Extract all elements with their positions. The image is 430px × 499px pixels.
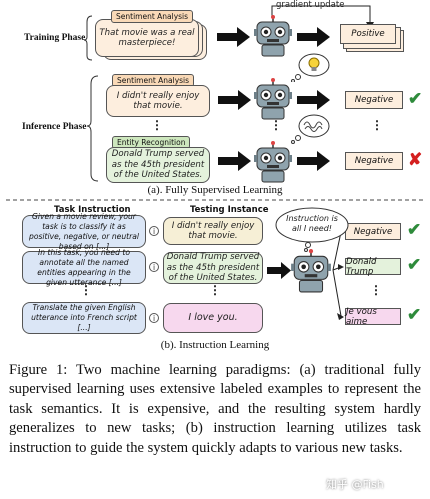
instruction-box-3: Translate the given English utterance in… [22, 302, 146, 334]
inference-output-2: Negative [345, 152, 403, 170]
test-instance-1: I didn't really enjoy that movie. [163, 217, 263, 245]
column-header-task-instruction: Task Instruction [54, 205, 131, 215]
watermark-text: 知乎 @Fish [326, 478, 384, 491]
robot-icon [254, 15, 292, 57]
test-instance-3: I love you. [163, 303, 263, 333]
instruction-ellipsis-task: ⋮ [80, 283, 92, 297]
inference-ellipsis-output: ⋮ [371, 118, 383, 132]
fan-arrowhead-2 [338, 264, 344, 270]
check-icon: ✔ [407, 255, 422, 274]
instruction-thought-bubble [275, 207, 349, 252]
instruction-box-2: In this task, you need to annotate all t… [22, 248, 146, 287]
instruction-output-text-3: Je vous aime [346, 306, 377, 327]
instruction-output-text-1: Negative [353, 226, 393, 237]
check-icon: ✔ [407, 305, 422, 324]
gradient-update-label: gradient update [276, 0, 345, 10]
inference-input-2: Donald Trump served as the 45th presiden… [106, 147, 210, 183]
cross-icon: ✘ [408, 150, 423, 169]
inference-input-1: I didn't really enjoy that movie. [106, 85, 210, 117]
inference-phase-label: Inference Phase [22, 122, 87, 132]
check-icon: ✔ [408, 89, 423, 108]
inference-bracket [86, 75, 99, 182]
instruction-box-1: Given a movie review, your task is to cl… [22, 212, 146, 251]
instruction-arrow-in [267, 262, 291, 279]
training-input-card: That movie was a real masterpiece! [95, 19, 199, 57]
training-input-text: That movie was a real masterpiece! [99, 27, 195, 49]
inference-arrow-in-2 [218, 151, 251, 171]
instruction-output-3: Je vous aime [345, 306, 401, 327]
info-icon: i [149, 226, 159, 236]
inference-arrow-out-2 [297, 151, 330, 171]
inference-input-2-text: Donald Trump served as the 45th presiden… [111, 149, 205, 181]
inference-ellipsis-robot: ⋮ [270, 118, 282, 132]
instruction-text-3: Translate the given English utterance in… [31, 303, 137, 332]
info-icon: i [149, 262, 159, 272]
instruction-ellipsis-output: ⋮ [370, 283, 382, 297]
training-output-text: Positive [351, 29, 385, 39]
subcaption-b: (b). Instruction Learning [160, 339, 270, 351]
instruction-text-1: Given a movie review, your task is to cl… [29, 211, 139, 251]
robot-icon [291, 249, 331, 293]
inference-output-1-text: Negative [354, 95, 394, 105]
instruction-output-2: Donald Trump [345, 256, 401, 277]
fan-arrowhead-3 [337, 313, 344, 320]
info-icon: i [149, 313, 159, 323]
training-phase-label: Training Phase [24, 33, 86, 43]
inference-output-1: Negative [345, 91, 403, 109]
arrow-layer [6, 5, 424, 201]
confused-thought-icon [291, 114, 330, 144]
subcaption-a: (a). Fully Supervised Learning [147, 184, 283, 196]
inference-arrow-out-1 [297, 90, 330, 110]
training-task-tag: Sentiment Analysis [111, 10, 194, 23]
gradient-update-line [271, 5, 371, 24]
instruction-output-text-2: Donald Trump [346, 256, 377, 277]
training-output: Positive [340, 24, 396, 44]
figure-caption: Figure 1: Two machine learning paradigms… [9, 362, 421, 456]
inference-output-2-text: Negative [354, 156, 394, 166]
test-instance-text-3: I love you. [188, 311, 238, 323]
instruction-text-2: In this task, you need to annotate all t… [37, 247, 131, 287]
column-header-testing-instance: Testing Instance [190, 205, 269, 215]
robot-icon [254, 141, 292, 183]
test-instance-text-2: Donald Trump served as the 45th presiden… [166, 252, 260, 284]
robot-icon [254, 78, 292, 120]
training-bracket [83, 15, 93, 61]
test-instance-text-1: I didn't really enjoy that movie. [171, 220, 255, 242]
inference-input-1-text: I didn't really enjoy that movie. [116, 90, 200, 112]
instruction-output-1: Negative [345, 223, 401, 240]
training-arrow-out [297, 27, 330, 47]
fan-line-3 [332, 269, 342, 317]
instruction-arrow-layer [267, 228, 344, 320]
inference-arrow-in-1 [218, 90, 251, 110]
training-arrow-in [217, 27, 250, 47]
lightbulb-thought-icon [291, 53, 330, 82]
test-instance-2: Donald Trump served as the 45th presiden… [163, 252, 263, 284]
inference-ellipsis-input: ⋮ [151, 118, 163, 132]
instruction-ellipsis-instance: ⋮ [209, 283, 221, 297]
instruction-thought-text: Instruction is all I need! [286, 214, 338, 233]
check-icon: ✔ [407, 220, 422, 239]
fan-line-1 [332, 231, 342, 271]
